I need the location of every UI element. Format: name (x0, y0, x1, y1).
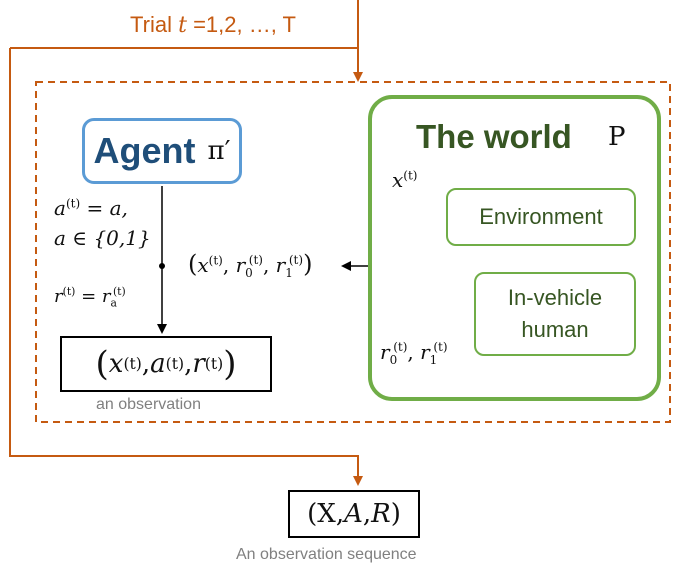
world-model-symbol: P (608, 122, 626, 152)
agent-junction-dot (159, 263, 165, 269)
agent-title: Agent (93, 130, 196, 171)
in-vehicle-human-box: In-vehicle human (474, 272, 636, 356)
sequence-caption: An observation sequence (236, 546, 417, 563)
reward-equation: r(t) = ra(t) (54, 285, 126, 310)
action-equation: a(t) = a, (54, 196, 128, 220)
observation-box: (x(t), a(t), r(t)) (60, 336, 272, 392)
trial-label: Trial t =1,2, …, T (130, 12, 296, 38)
observation-caption: an observation (96, 396, 201, 413)
world-title: The world (416, 118, 572, 155)
rewards-label: r0(t), r1(t) (380, 340, 448, 367)
agent-policy: π′ (207, 136, 231, 166)
action-set: a ∈ {0,1} (54, 226, 151, 250)
observation-sequence-box: (X, A, R) (288, 490, 420, 538)
feedback-tuple: (x(t), r0(t), r1(t)) (188, 250, 313, 280)
environment-box: Environment (446, 188, 636, 246)
trial-boundary (35, 81, 671, 423)
context-label: x(t) (392, 168, 418, 192)
trial-loop-line (9, 48, 363, 486)
agent-box: Agent π′ (82, 118, 242, 184)
